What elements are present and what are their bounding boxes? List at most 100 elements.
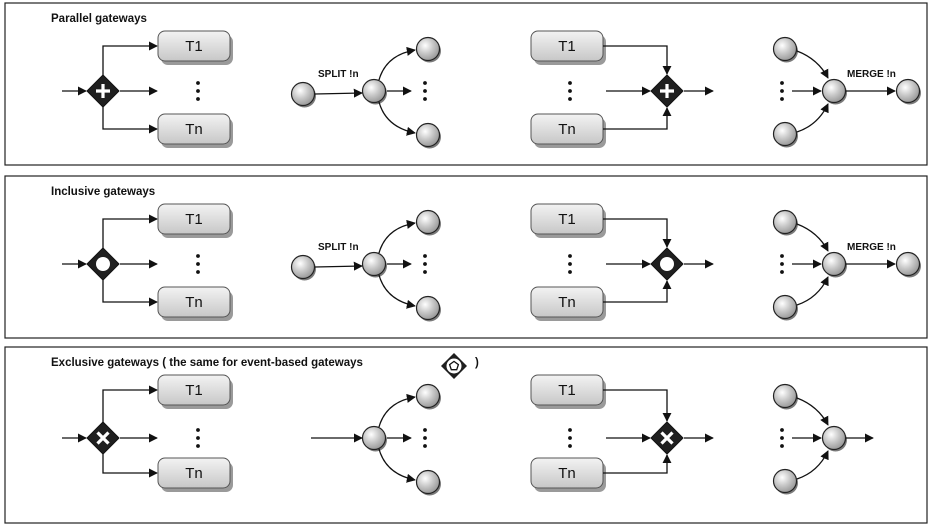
ellipsis-dot — [423, 444, 427, 448]
token-node — [361, 78, 387, 105]
ellipsis-dot — [780, 428, 784, 432]
token-circle — [772, 36, 798, 62]
connector-arrow — [378, 274, 416, 309]
token-node — [361, 425, 387, 452]
ellipsis-dot — [568, 254, 572, 258]
task-body — [157, 457, 231, 489]
connector-arrow — [378, 219, 416, 254]
ellipsis-dot — [780, 270, 784, 274]
connector-arrow — [378, 46, 416, 81]
ellipsis-dot — [568, 262, 572, 266]
ellipsis-dot — [423, 89, 427, 93]
connector-arrow — [603, 45, 672, 75]
ellipsis-dot — [780, 97, 784, 101]
task-box: T1 — [530, 203, 606, 238]
gateway-diamond — [86, 74, 120, 108]
task-label: Tn — [558, 465, 576, 482]
ellipsis-dots — [196, 81, 200, 101]
token-circle — [415, 209, 441, 235]
panel-title-suffix: ) — [475, 357, 479, 369]
task-label: Tn — [185, 294, 203, 311]
ellipsis-dots — [196, 428, 200, 448]
token-node — [415, 36, 441, 63]
split-label: SPLIT !n — [318, 242, 359, 253]
merge-label: MERGE !n — [847, 242, 896, 253]
token-circle — [290, 254, 316, 280]
ellipsis-dot — [780, 81, 784, 85]
connector-arrow — [102, 214, 158, 248]
token-node — [895, 78, 921, 105]
ellipsis-dot — [568, 270, 572, 274]
task-box: T1 — [157, 30, 233, 65]
ellipsis-dot — [423, 254, 427, 258]
token-circle — [415, 469, 441, 495]
token-circle — [415, 122, 441, 148]
ellipsis-dot — [196, 428, 200, 432]
ellipsis-dot — [568, 444, 572, 448]
gateway-diamond — [650, 247, 684, 281]
connector-arrow — [314, 261, 363, 271]
token-circle — [895, 251, 921, 277]
connector-arrow — [603, 280, 672, 303]
task-body — [157, 286, 231, 318]
ellipsis-dots — [568, 428, 572, 448]
token-circle — [361, 78, 387, 104]
token-circle — [415, 383, 441, 409]
ellipsis-dot — [423, 262, 427, 266]
task-label: T1 — [185, 211, 203, 228]
connector-arrow — [796, 276, 829, 306]
panel-title: Exclusive gateways ( the same for event-… — [51, 357, 363, 369]
ellipsis-dots — [780, 81, 784, 101]
circle-icon — [96, 257, 110, 271]
ellipsis-dot — [780, 254, 784, 258]
ellipsis-dots — [780, 428, 784, 448]
connector-arrow — [603, 454, 672, 474]
token-node — [772, 468, 798, 495]
merge-label: MERGE !n — [847, 69, 896, 80]
ellipsis-dot — [196, 97, 200, 101]
task-label: Tn — [185, 465, 203, 482]
ellipsis-dots — [423, 254, 427, 274]
token-circle — [361, 425, 387, 451]
task-label: T1 — [558, 211, 576, 228]
panel-frame — [4, 346, 928, 524]
ellipsis-dot — [423, 97, 427, 101]
task-box: T1 — [157, 374, 233, 409]
connector-arrow — [102, 41, 158, 75]
ellipsis-dot — [196, 444, 200, 448]
split-label: SPLIT !n — [318, 69, 359, 80]
ellipsis-dot — [568, 428, 572, 432]
connector-arrow — [314, 88, 363, 98]
token-circle — [821, 251, 847, 277]
token-node — [772, 383, 798, 410]
task-box: Tn — [157, 113, 233, 148]
task-label: T1 — [558, 382, 576, 399]
token-circle — [772, 209, 798, 235]
gateway-diamond — [650, 421, 684, 455]
token-circle — [821, 425, 847, 451]
task-body — [157, 374, 231, 406]
ellipsis-dots — [568, 81, 572, 101]
ellipsis-dot — [568, 89, 572, 93]
task-box: T1 — [530, 30, 606, 65]
token-node — [772, 121, 798, 148]
connector-arrow — [102, 280, 158, 307]
token-node — [415, 295, 441, 322]
token-node — [821, 251, 847, 278]
pentagon-in-circle-icon — [441, 353, 467, 379]
ellipsis-dot — [196, 254, 200, 258]
token-node — [895, 251, 921, 278]
ellipsis-dot — [196, 270, 200, 274]
plus-icon — [660, 84, 674, 98]
ellipsis-dot — [196, 89, 200, 93]
token-node — [415, 383, 441, 410]
task-box: Tn — [530, 113, 606, 148]
pentagon-shape — [448, 360, 460, 371]
connector-arrow — [603, 107, 672, 130]
panel-3: Exclusive gateways ( the same for event-… — [4, 346, 928, 524]
ellipsis-dots — [780, 254, 784, 274]
connector-arrow — [102, 385, 158, 422]
task-body — [157, 30, 231, 62]
